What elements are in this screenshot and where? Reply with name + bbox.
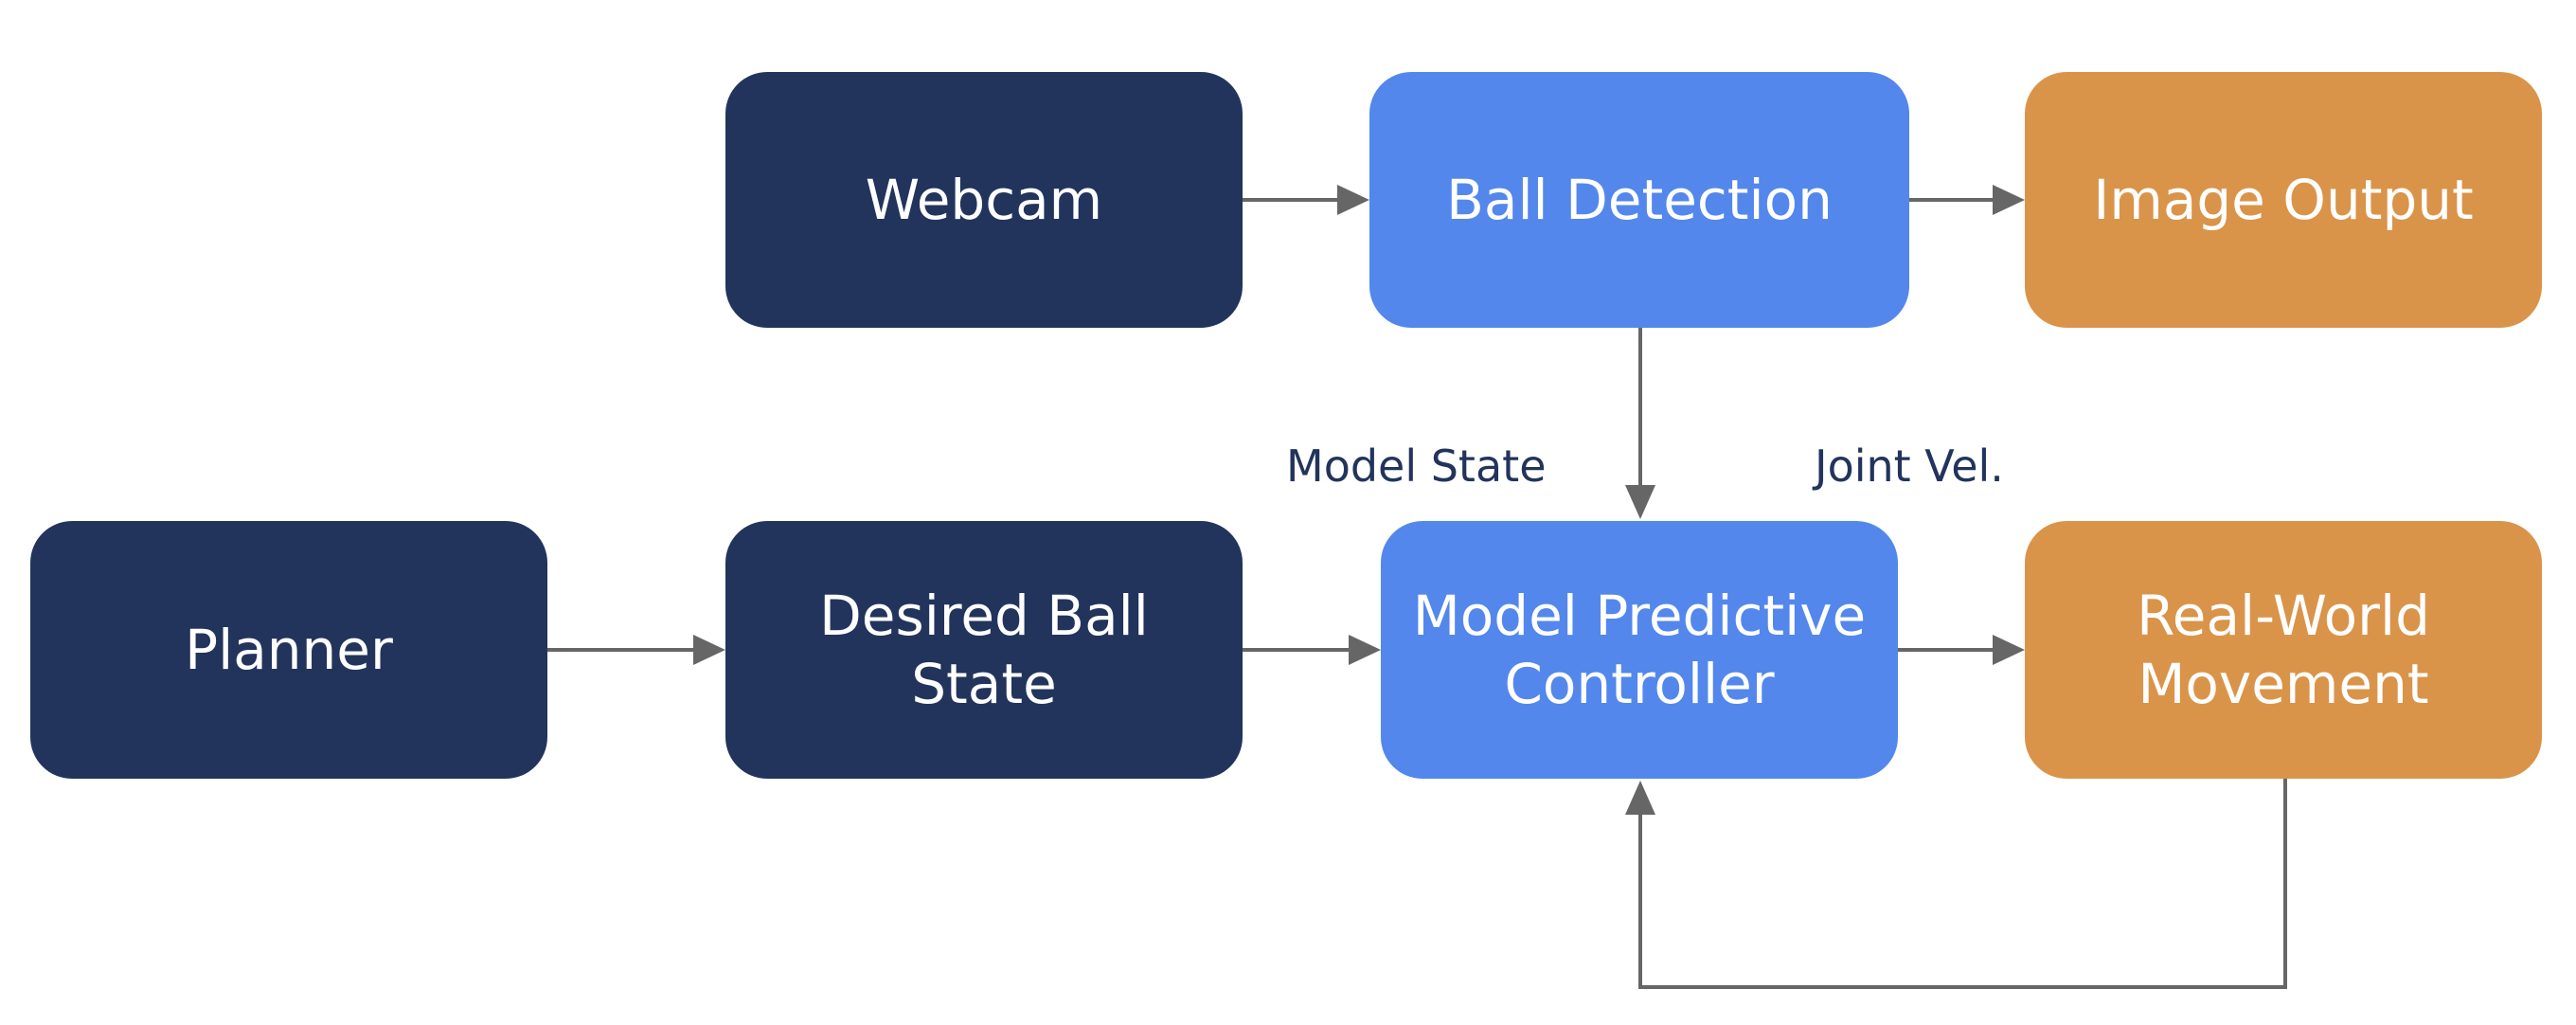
real-world-movement-line2: Movement bbox=[2138, 652, 2429, 716]
arrowhead-icon bbox=[1625, 781, 1655, 815]
model-state-label: Model State bbox=[1286, 441, 1547, 492]
arrowhead-icon bbox=[1337, 185, 1369, 215]
arrowhead-icon bbox=[1625, 485, 1655, 519]
desired-ball-state-line2: State bbox=[911, 652, 1057, 716]
edge-feedback-loop bbox=[1625, 777, 2287, 989]
ball-detection-label: Ball Detection bbox=[1446, 168, 1833, 232]
edge-planner-to-desired-ball-state bbox=[547, 635, 725, 665]
real-world-movement-line1: Real-World bbox=[2137, 584, 2430, 648]
desired-ball-state-line1: Desired Ball bbox=[819, 584, 1149, 648]
joint-vel-label: Joint Vel. bbox=[1815, 441, 2004, 492]
edge-webcam-to-ball-detection bbox=[1243, 185, 1369, 215]
planner-label: Planner bbox=[185, 618, 393, 682]
webcam-label: Webcam bbox=[865, 168, 1103, 232]
mpc-line2: Controller bbox=[1504, 652, 1775, 716]
edge-desired-ball-state-to-mpc bbox=[1243, 635, 1381, 665]
arrowhead-icon bbox=[693, 635, 725, 665]
mpc-line1: Model Predictive bbox=[1412, 584, 1867, 648]
ball-detection-node: Ball Detection bbox=[1369, 72, 1909, 328]
arrowhead-icon bbox=[1993, 185, 2025, 215]
edge-mpc-to-real-world-movement bbox=[1898, 635, 2025, 665]
arrowhead-icon bbox=[1349, 635, 1381, 665]
arrowhead-icon bbox=[1993, 635, 2025, 665]
real-world-movement-node: Real-World Movement bbox=[2025, 521, 2542, 779]
mpc-node: Model Predictive Controller bbox=[1381, 521, 1898, 779]
edge-ball-detection-to-mpc bbox=[1625, 328, 1655, 519]
planner-node: Planner bbox=[30, 521, 547, 779]
image-output-label: Image Output bbox=[2093, 168, 2474, 232]
image-output-node: Image Output bbox=[2025, 72, 2542, 328]
desired-ball-state-node: Desired Ball State bbox=[725, 521, 1243, 779]
edge-ball-detection-to-image-output bbox=[1909, 185, 2025, 215]
webcam-node: Webcam bbox=[725, 72, 1243, 328]
